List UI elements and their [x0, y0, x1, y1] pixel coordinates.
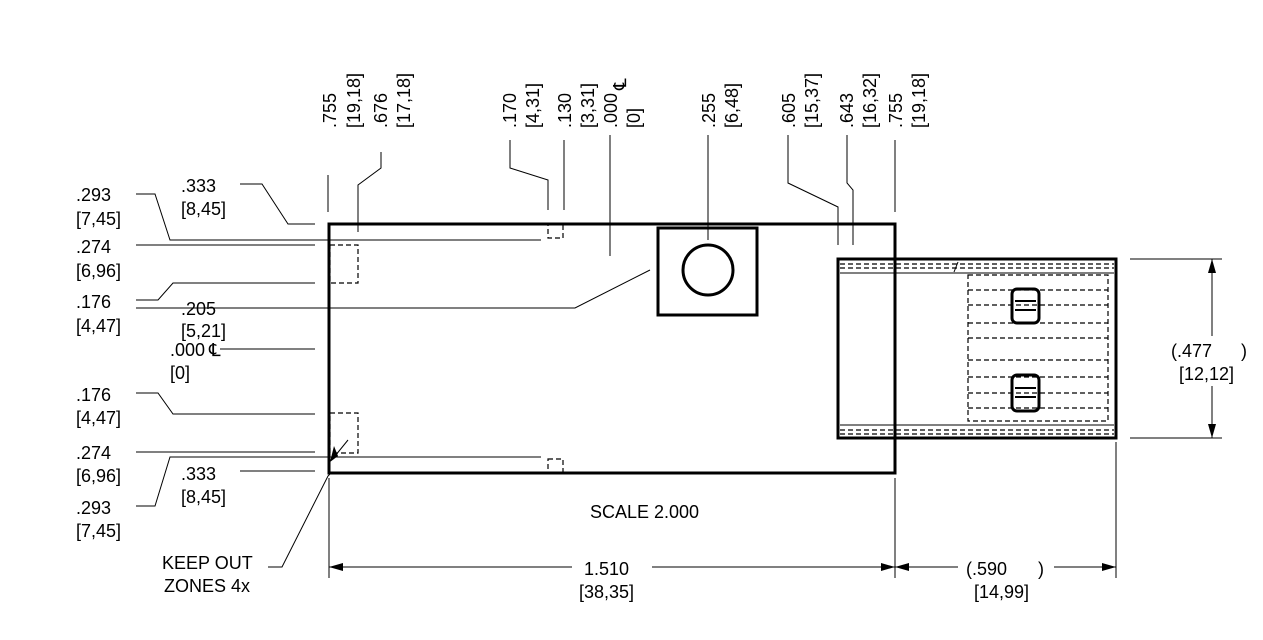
top-labels: .755 [19,18] .676 [17,18] .170 [4,31] .1… — [320, 73, 929, 128]
ext-dim-mm: [14,99] — [974, 582, 1029, 602]
left-labels: .293 [7,45] .333 [8,45] .274 [6,96] .176… — [76, 176, 226, 541]
left-label-8-inch: .274 — [76, 443, 111, 463]
square-boss — [656, 226, 759, 317]
keepout-zone-bottom — [329, 412, 359, 454]
main-body-outline — [327, 222, 897, 475]
height-dim-mm: [12,12] — [1179, 364, 1234, 384]
left-label-6-centerline: ℄ — [208, 340, 221, 360]
top-label-5-mm: [0] — [624, 108, 644, 128]
contact-slot-upper — [1010, 287, 1041, 325]
connector-outline — [836, 257, 1118, 440]
top-label-5-centerline: ℄ — [610, 78, 630, 91]
left-label-5-mm: [5,21] — [181, 321, 226, 341]
height-dim-close: ) — [1241, 341, 1247, 361]
height-dimension — [1130, 258, 1222, 439]
left-label-6-inch: .000 — [170, 340, 205, 360]
left-label-4-mm: [4,47] — [76, 316, 121, 336]
top-label-4-mm: [3,31] — [578, 83, 598, 128]
ext-dim-inch: (.590 — [966, 559, 1007, 579]
left-label-5-inch: .205 — [181, 299, 216, 319]
round-hole — [681, 243, 735, 297]
keepout-note-line1: KEEP OUT — [162, 553, 253, 573]
top-label-9-mm: [19,18] — [909, 73, 929, 128]
left-leaders — [136, 183, 651, 507]
top-label-1-inch: .755 — [320, 93, 340, 128]
height-dim-inch: (.477 — [1171, 341, 1212, 361]
small-pad-top — [547, 223, 564, 239]
left-label-7-mm: [4,47] — [76, 408, 121, 428]
left-label-2-inch: .333 — [181, 176, 216, 196]
top-label-1-mm: [19,18] — [344, 73, 364, 128]
left-label-7-inch: .176 — [76, 385, 111, 405]
width-dim-inch: 1.510 — [584, 559, 629, 579]
top-label-2-inch: .676 — [371, 93, 391, 128]
keepout-pointer — [334, 439, 349, 457]
small-pad-bottom — [547, 458, 564, 474]
top-label-6-inch: .255 — [699, 93, 719, 128]
keepout-leader — [268, 473, 331, 568]
keepout-note-line2: ZONES 4x — [164, 576, 250, 596]
scale-note: SCALE 2.000 — [590, 502, 699, 522]
left-label-3-mm: [6,96] — [76, 261, 121, 281]
left-label-6-mm: [0] — [170, 363, 190, 383]
keepout-zone-top — [329, 244, 359, 284]
left-label-8-mm: [6,96] — [76, 466, 121, 486]
top-label-7-mm: [15,37] — [802, 73, 822, 128]
top-label-3-mm: [4,31] — [523, 83, 543, 128]
connector-tick — [953, 261, 959, 273]
left-label-9-inch: .333 — [181, 464, 216, 484]
top-leaders — [327, 135, 896, 256]
top-label-6-mm: [6,48] — [722, 83, 742, 128]
left-label-10-mm: [7,45] — [76, 521, 121, 541]
bottom-dimensions — [328, 442, 1117, 578]
top-label-7-inch: .605 — [779, 93, 799, 128]
top-label-4-inch: .130 — [555, 93, 575, 128]
contact-housing — [967, 274, 1109, 422]
top-label-8-inch: .643 — [837, 93, 857, 128]
width-dim-mm: [38,35] — [579, 582, 634, 602]
top-label-2-mm: [17,18] — [394, 73, 414, 128]
keepout-arrowhead — [330, 446, 338, 462]
top-label-5-inch: .000 — [601, 93, 621, 128]
left-label-1-inch: .293 — [76, 185, 111, 205]
contact-slot-lower — [1010, 373, 1041, 413]
top-label-9-inch: .755 — [886, 93, 906, 128]
left-label-1-mm: [7,45] — [76, 209, 121, 229]
left-label-9-mm: [8,45] — [181, 487, 226, 507]
left-label-2-mm: [8,45] — [181, 199, 226, 219]
left-label-10-inch: .293 — [76, 498, 111, 518]
ext-dim-close: ) — [1038, 559, 1044, 579]
top-label-3-inch: .170 — [500, 93, 520, 128]
left-label-3-inch: .274 — [76, 237, 111, 257]
left-label-4-inch: .176 — [76, 292, 111, 312]
top-label-8-mm: [16,32] — [860, 73, 880, 128]
